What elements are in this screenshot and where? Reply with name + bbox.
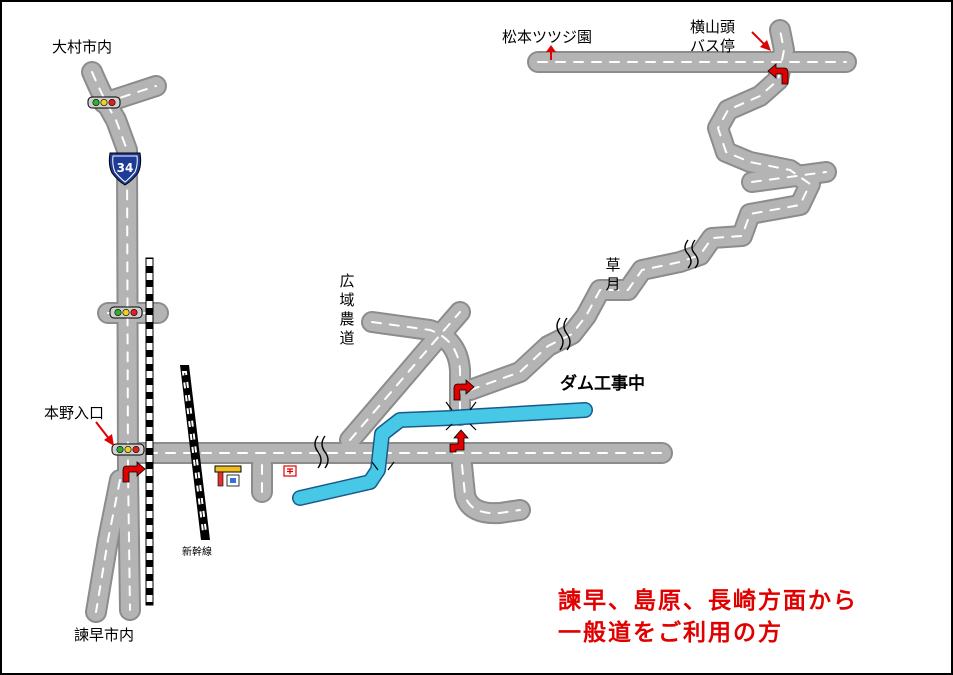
- road-centerline: [751, 171, 827, 183]
- note-line-1: 諫早、島原、長崎方面から: [558, 588, 858, 614]
- river-water: [293, 403, 592, 505]
- label-kouiki-nodo: 広域農道: [339, 272, 355, 347]
- railway-shinkansen: [180, 365, 210, 540]
- traffic-light-icon: [87, 96, 121, 109]
- bridge-marks: [371, 401, 477, 471]
- turn-arrow-icon: [449, 429, 469, 453]
- gas-station-icon: [214, 465, 242, 487]
- pointer-arrow-honno: [95, 421, 114, 446]
- traffic-light-icon: [111, 443, 145, 456]
- turn-arrow-icon: [122, 461, 146, 483]
- label-isahaya-city: 諫早市内: [74, 626, 135, 644]
- route-sign-icon: 34: [108, 152, 142, 186]
- river: [292, 402, 593, 506]
- turn-arrow-icon: [453, 379, 475, 401]
- label-omura-city: 大村市内: [52, 38, 113, 56]
- label-matsumoto-azalea: 松本ツツジ園: [502, 28, 593, 46]
- label-bus-stop-line2: バス停: [690, 37, 736, 55]
- road-centerline: [371, 321, 461, 416]
- label-shinkansen: 新幹線: [182, 547, 212, 558]
- pointer-arrow-azalea: [546, 45, 556, 60]
- label-kusa-tsuki: 草月: [605, 256, 621, 293]
- pointer-arrow-bus-stop: [751, 31, 771, 51]
- road-break-icon: [556, 317, 571, 351]
- label-dam-construction: ダム工事中: [560, 374, 645, 394]
- post-office-icon: [283, 465, 297, 477]
- label-honno-iriguchi: 本野入口: [44, 404, 105, 422]
- note-line-2: 一般道をご利用の方: [558, 620, 783, 646]
- traffic-light-icon: [109, 306, 143, 319]
- road-break-icon: [314, 435, 329, 469]
- road-centerline: [469, 29, 811, 391]
- road-centerline: [461, 464, 521, 515]
- railway-local: [145, 257, 154, 606]
- road-centerline: [95, 479, 121, 613]
- road-break-icon: [684, 239, 699, 269]
- label-bus-stop-line1: 横山頭: [690, 18, 736, 36]
- route-number: 34: [117, 161, 134, 175]
- turn-arrow-icon: [767, 63, 789, 85]
